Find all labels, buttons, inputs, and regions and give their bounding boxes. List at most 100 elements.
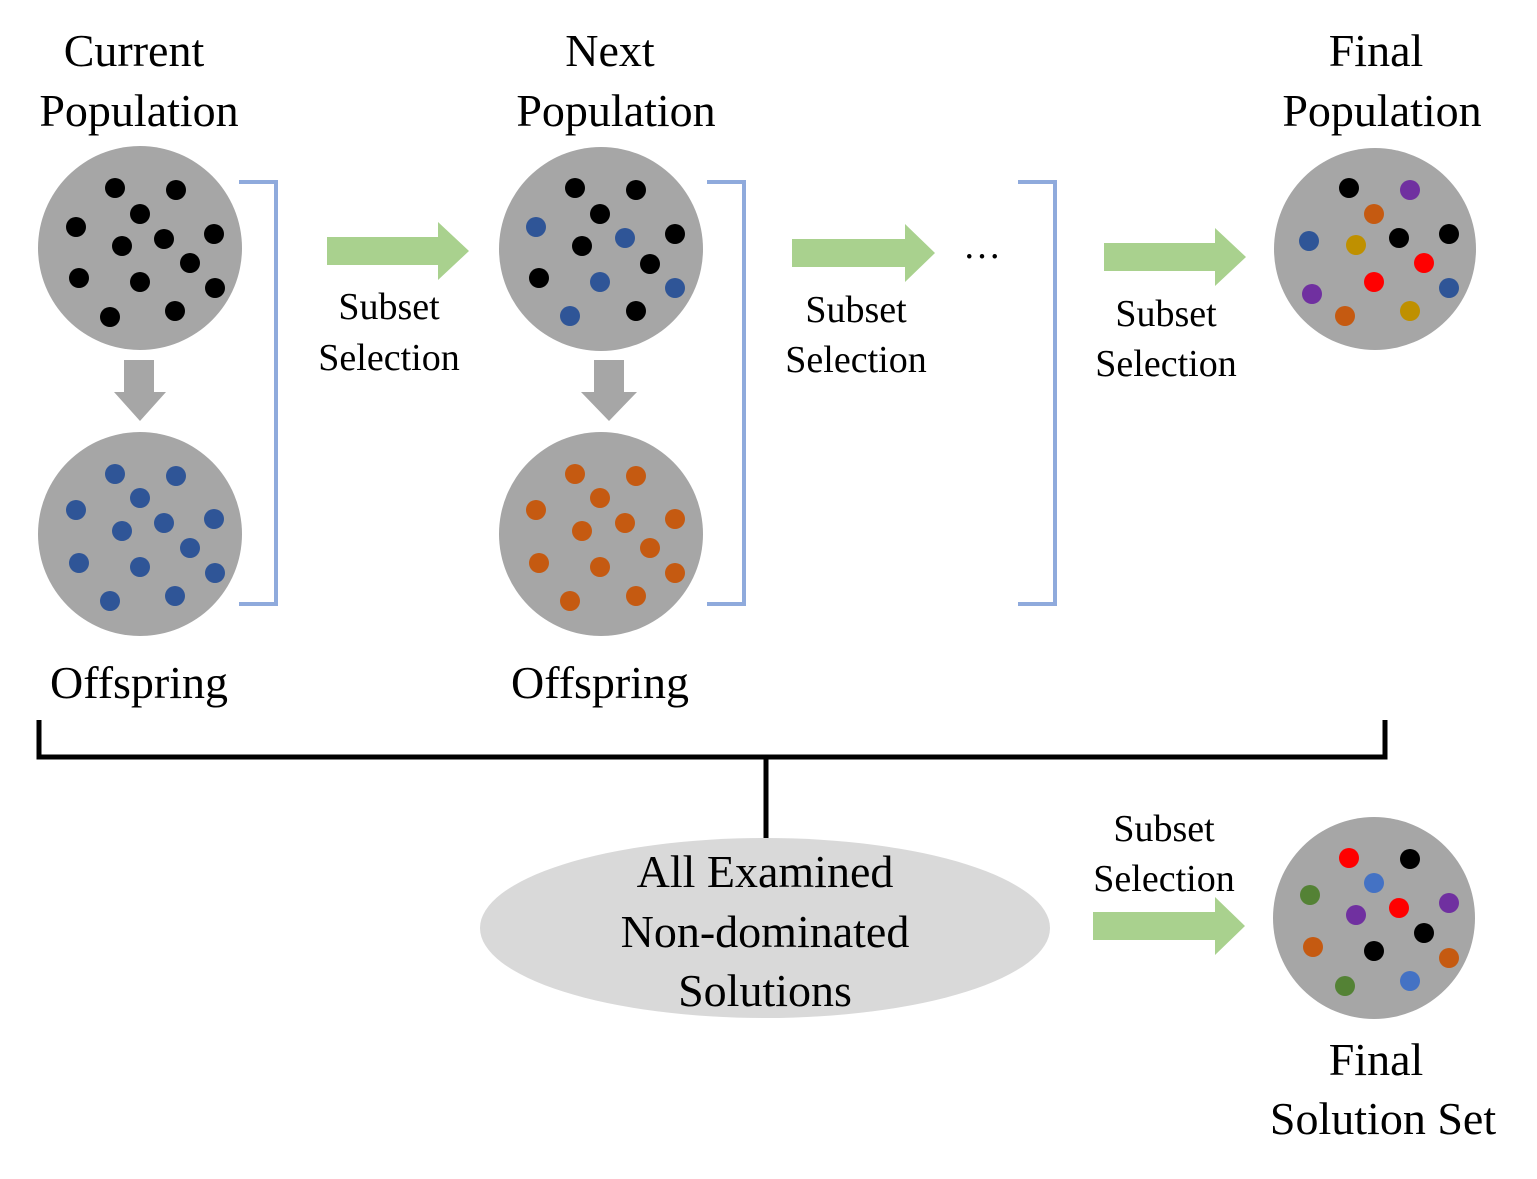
solution-dot [1400,849,1420,869]
solution-dot [1414,923,1434,943]
subset-selection-4-line1: Subset [1113,808,1215,850]
subset-selection-2-line2: Selection [785,339,926,381]
solution-dot [1339,848,1359,868]
offspring-2-label: Offspring [511,657,689,708]
current-population-title-line1: Current [64,25,205,76]
solution-dot [1400,180,1420,200]
solution-dot [1439,224,1459,244]
offspring-1-dots [66,464,225,611]
solution-dot [205,563,225,583]
subset-selection-2-line1: Subset [805,289,907,331]
solution-dot [130,557,150,577]
solution-dot [1339,178,1359,198]
solution-dot [1400,971,1420,991]
solution-dot [590,272,610,292]
solution-dot [205,278,225,298]
black-bracket-all-solutions [36,720,1388,760]
solution-dot [154,513,174,533]
solution-dot [626,586,646,606]
solution-dot [66,217,86,237]
current-population-title-line2: Population [39,85,238,136]
solution-dot [572,521,592,541]
solution-dot [590,557,610,577]
solution-dot [1439,893,1459,913]
subset-selection-3-line1: Subset [1115,293,1217,335]
solution-dot [105,464,125,484]
subset-selection-1-line1: Subset [338,286,440,328]
solution-dot [105,178,125,198]
solution-dot [166,180,186,200]
solution-dot [1346,235,1366,255]
solution-dot [565,178,585,198]
solution-dot [1300,885,1320,905]
solution-dot [1303,937,1323,957]
blue-bracket-3 [1018,180,1057,606]
final-population-dots [1299,178,1459,326]
subset-selection-label-2: Subset Selection [785,289,926,381]
solution-dot [154,229,174,249]
final-population-title-line2: Population [1282,85,1481,136]
solution-dot [1389,228,1409,248]
solution-dot [572,236,592,256]
solution-dot [100,307,120,327]
solution-dot [1364,873,1384,893]
archive-label-line2: Non-dominated [621,906,910,957]
blue-bracket-1 [239,180,278,606]
solution-dot [640,254,660,274]
subset-selection-label-1: Subset Selection [318,286,459,379]
solution-dot [665,563,685,583]
final-population-disc [1274,148,1476,350]
offspring-1-disc [38,432,242,636]
solution-dot [1389,898,1409,918]
solution-dot [130,204,150,224]
solution-dot [529,553,549,573]
solution-dot [204,509,224,529]
solution-dot [130,488,150,508]
solution-dot [615,513,635,533]
next-population-circle [499,147,703,351]
final-population-title-line1: Final [1329,25,1424,76]
solution-dot [626,180,646,200]
solution-dot [560,591,580,611]
offspring-2-disc [499,432,703,636]
solution-dot [560,306,580,326]
next-population-title-line1: Next [565,25,655,76]
next-population-title: Next Population [516,25,715,136]
solution-dot [165,586,185,606]
green-arrow-4 [1093,897,1245,955]
solution-dot [1302,284,1322,304]
archive-ellipse: All Examined Non-dominated Solutions [480,838,1050,1018]
solution-dot [1335,976,1355,996]
offspring-1-circle [38,432,242,636]
solution-dot [590,204,610,224]
gray-down-arrow-1 [114,360,166,421]
next-population-dots [526,178,685,326]
solution-dot [665,509,685,529]
archive-ellipse-shape [480,838,1050,1018]
green-arrow-2 [792,224,935,282]
final-solution-set-dots [1300,848,1459,996]
solution-dot [626,301,646,321]
solution-dot [180,538,200,558]
current-population-disc [38,146,242,350]
solution-dot [66,500,86,520]
archive-label-line1: All Examined [637,846,894,897]
solution-dot [665,224,685,244]
solution-dot [1439,948,1459,968]
solution-dot [626,466,646,486]
green-arrow-1 [327,222,469,280]
current-population-circle [38,146,242,350]
final-solution-set-disc [1273,817,1475,1019]
offspring-1-label: Offspring [50,657,228,708]
current-population-dots [66,178,225,327]
solution-dot [165,301,185,321]
solution-dot [565,464,585,484]
solution-dot [204,224,224,244]
solution-dot [1414,253,1434,273]
solution-dot [1335,306,1355,326]
solution-dot [180,253,200,273]
solution-dot [112,236,132,256]
gray-down-arrow-2 [581,360,637,421]
solution-dot [100,591,120,611]
